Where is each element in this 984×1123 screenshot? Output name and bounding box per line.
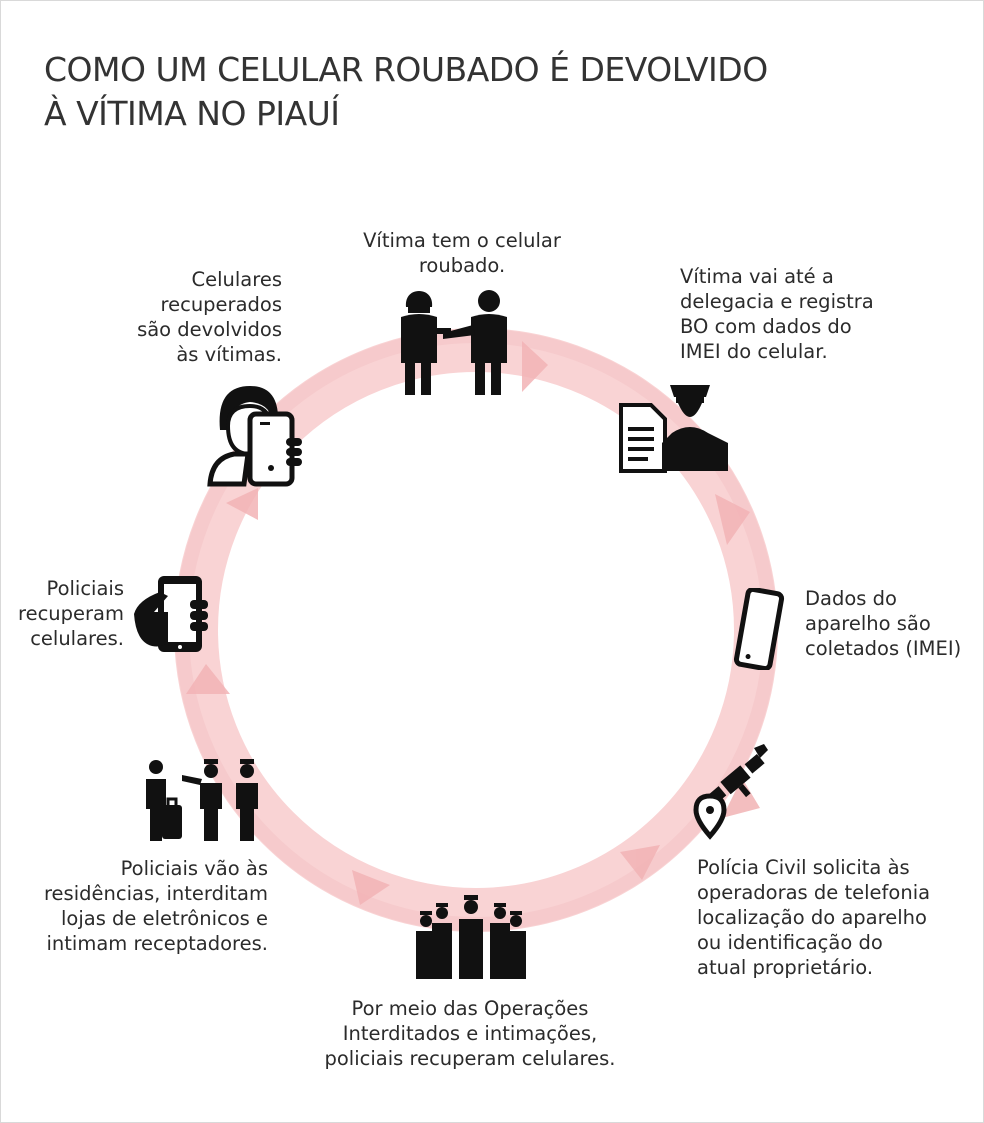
step-5-text: Por meio das Operações Interditados e in… — [324, 997, 616, 1070]
ring-arrow-6 — [186, 664, 230, 694]
step-4-text: Polícia Civil solicita às operadoras de … — [697, 856, 931, 979]
police-visit-icon — [146, 759, 258, 841]
ring-arrow-2 — [715, 494, 750, 545]
step-7-text: Policiais recuperam celulares. — [17, 577, 124, 650]
step-2-text: Vítima vai até a delegacia e registra BO… — [680, 265, 874, 363]
satellite-location-icon — [693, 744, 768, 840]
ring-arrow-1 — [522, 341, 548, 392]
title-line-2: À VÍTIMA NO PIAUÍ — [44, 94, 340, 133]
step-1-text: Vítima tem o celular roubado. — [363, 229, 561, 277]
robbery-icon — [401, 290, 507, 395]
smartphone-icon — [733, 588, 785, 670]
ring-arrow-3 — [722, 778, 760, 818]
person-phone-icon — [207, 386, 302, 487]
ring-arrow-5 — [352, 870, 390, 905]
ring-arrow-7 — [226, 488, 258, 520]
title-line-1: COMO UM CELULAR ROUBADO É DEVOLVIDO — [44, 50, 768, 89]
police-report-icon — [619, 385, 728, 473]
ring-arrow-4 — [620, 845, 660, 880]
police-group-icon — [416, 895, 526, 979]
step-8-text: Celulares recuperados são devolvidos às … — [137, 268, 282, 366]
infographic-title: COMO UM CELULAR ROUBADO É DEVOLVIDO À VÍ… — [44, 48, 768, 136]
step-6-text: Policiais vão às residências, interditam… — [43, 857, 268, 955]
ring-arrows — [186, 341, 760, 905]
hand-phone-icon — [134, 576, 208, 652]
step-3-text: Dados do aparelho são coletados (IMEI) — [805, 587, 962, 660]
